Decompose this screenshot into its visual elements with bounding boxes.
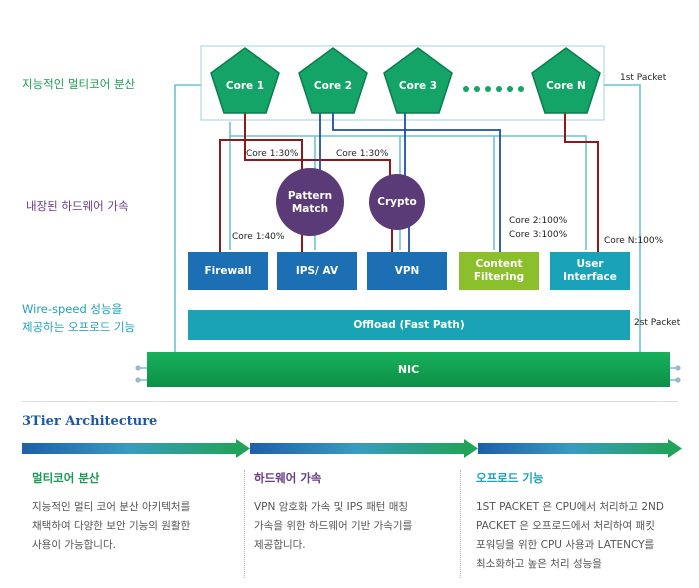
annotation-core1-30-left: Core 1:30%: [246, 149, 299, 159]
column-desc-line: 1ST PACKET 은 CPU에서 처리하고 2ND: [476, 501, 664, 513]
crypto-label: Crypto: [377, 195, 417, 208]
column-title-offload: 오프로드 기능: [476, 471, 544, 485]
column-desc-line: 지능적인 멀티 코어 분산 아키텍처를: [32, 501, 191, 513]
content-filtering-line2: Filtering: [473, 271, 525, 283]
pattern-match-circle: [276, 168, 344, 236]
flow-lines-teal: [174, 84, 641, 380]
tier-arrow-2: [250, 439, 478, 458]
column-desc-line: VPN 암호화 가속 및 IPS 패턴 매칭: [254, 501, 409, 513]
pattern-match-line2: Match: [291, 203, 329, 215]
architecture-title: 3Tier Architecture: [22, 414, 158, 429]
column-title-hardware: 하드웨어 가속: [254, 471, 322, 485]
tier-arrows: [22, 439, 682, 458]
column-desc-line: 제공합니다.: [254, 539, 306, 551]
column-separator-1: [244, 470, 245, 578]
core-3: Core 3: [398, 79, 438, 92]
dots-icon: [463, 86, 524, 92]
column-desc-line: PACKET 은 오프로드에서 처리하여 패킷: [476, 520, 655, 532]
crypto-circle: [369, 174, 425, 230]
label-hardware: 내장된 하드웨어 가속: [26, 199, 129, 213]
core-2: Core 2: [313, 79, 353, 92]
core-3-shape: [383, 47, 453, 114]
annotation-core1-40: Core 1:40%: [232, 232, 285, 242]
annotation-first-packet: 1st Packet: [620, 73, 667, 83]
column-desc-line: 사용이 가능합니다.: [32, 539, 116, 551]
label-offload-2: 제공하는 오프로드 기능: [22, 320, 136, 334]
column-desc-hardware: VPN 암호화 가속 및 IPS 패턴 매칭 가속을 위한 하드웨어 기반 가속…: [254, 498, 459, 555]
label-multicore: 지능적인 멀티코어 분산: [22, 77, 136, 91]
vpn-box: VPN: [367, 252, 447, 290]
ips-av-box: IPS/ AV: [277, 252, 357, 290]
column-desc-line: 최소화하고 높은 처리 성능을: [476, 558, 602, 570]
user-interface-line1: User: [576, 258, 604, 270]
content-filtering-box: Content Filtering: [459, 252, 539, 290]
nic-bar-shape: [147, 352, 670, 387]
offload-bar: Offload (Fast Path): [188, 310, 630, 340]
nic-bar: NIC: [397, 363, 420, 376]
pattern-match-line1: Pattern: [287, 190, 333, 202]
core-2-shape: [298, 47, 368, 114]
user-interface-line2: Interface: [563, 271, 617, 283]
core-n: Core N: [546, 79, 586, 92]
architecture-diagram: [135, 45, 681, 387]
label-offload-1: Wire-speed 성능을: [22, 302, 123, 316]
core-1: Core 1: [225, 79, 265, 92]
annotation-core3-100: Core 3:100%: [509, 230, 568, 240]
core-n-shape: [531, 47, 601, 114]
firewall-box: Firewall: [188, 252, 268, 290]
column-desc-line: 가속을 위한 하드웨어 기반 가속기를: [254, 520, 413, 532]
annotation-second-packet: 2st Packet: [634, 318, 681, 328]
cores-container: [200, 45, 605, 121]
column-desc-line: 채택하여 다양한 보안 기능의 원활한: [32, 520, 191, 532]
column-separator-2: [460, 470, 461, 578]
column-desc-offload: 1ST PACKET 은 CPU에서 처리하고 2ND PACKET 은 오프로…: [476, 498, 696, 574]
annotation-coren-100: Core N:100%: [604, 236, 664, 246]
column-title-multicore: 멀티코어 분산: [32, 471, 100, 485]
annotation-core1-30-right: Core 1:30%: [336, 149, 389, 159]
column-desc-multicore: 지능적인 멀티 코어 분산 아키텍처를 채택하여 다양한 보안 기능의 원활한 …: [32, 498, 242, 555]
pattern-match-label: Pattern Match: [276, 188, 344, 218]
column-desc-line: 포워딩을 위한 CPU 사용과 LATENCY를: [476, 539, 655, 551]
core-1-shape: [210, 47, 280, 114]
content-filtering-line1: Content: [475, 258, 523, 270]
annotation-core2-100: Core 2:100%: [509, 216, 568, 226]
section-divider: [22, 401, 678, 402]
tier-arrow-1: [22, 439, 250, 458]
user-interface-box: User Interface: [550, 252, 630, 290]
tier-arrow-3: [478, 439, 682, 458]
port-dots: [135, 365, 681, 383]
